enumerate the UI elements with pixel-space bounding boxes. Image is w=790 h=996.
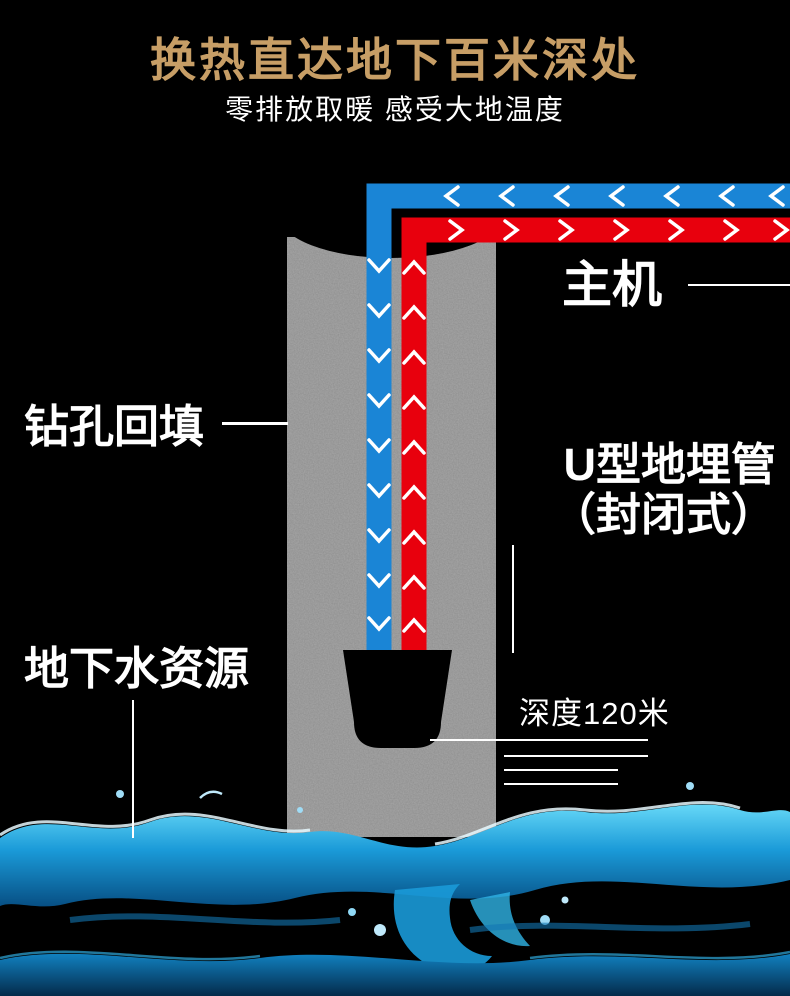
borehole-top-curve xyxy=(279,172,503,258)
label-groundwater: 地下水资源 xyxy=(24,643,250,694)
label-main-unit: 主机 xyxy=(562,257,662,313)
u-pipe-leader-line xyxy=(512,545,514,653)
depth-measure-line xyxy=(504,755,648,757)
label-depth: 深度120米 xyxy=(519,696,670,731)
label-borehole-backfill: 钻孔回填 xyxy=(24,401,205,452)
borehole-column xyxy=(287,237,496,837)
page-title: 换热直达地下百米深处 xyxy=(150,34,640,86)
page-subtitle: 零排放取暖 感受大地温度 xyxy=(225,94,565,125)
depth-measure-line xyxy=(504,783,618,785)
depth-measure-line xyxy=(504,769,618,771)
label-u-pipe-line1: U型地埋管 xyxy=(563,439,777,490)
label-u-pipe: U型地埋管 （封闭式） xyxy=(551,440,776,539)
groundwater-leader-line xyxy=(132,700,134,838)
borehole-texture xyxy=(287,237,496,837)
depth-measure-line xyxy=(430,739,648,741)
borehole-leader-line xyxy=(222,422,288,425)
main-unit-leader-line xyxy=(688,284,790,286)
label-u-pipe-line2: （封闭式） xyxy=(550,488,776,540)
water-splash xyxy=(0,782,790,996)
